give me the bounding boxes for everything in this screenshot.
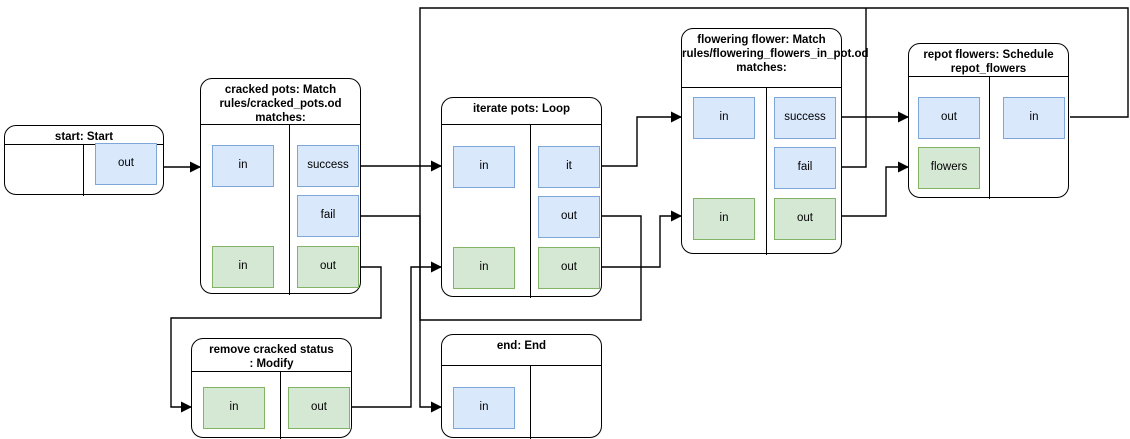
- port-end-left_ports-in[interactable]: in: [453, 387, 515, 429]
- node-column-divider: [530, 124, 531, 298]
- port-label: it: [566, 160, 572, 173]
- port-label: in: [229, 401, 239, 414]
- node-column-divider: [989, 76, 990, 199]
- arrowhead-iterate-pots-out-green-to-flowering-in: [671, 210, 682, 222]
- arrowhead-flowering-out-to-repot-flowers: [898, 161, 909, 173]
- port-label: flowers: [930, 161, 968, 174]
- node-title-end: end: End: [496, 340, 547, 352]
- port-repot-flowers-right_ports-in[interactable]: in: [1003, 97, 1065, 139]
- edge-iterate-pots-it-to-flowering-in: [600, 116, 682, 167]
- edge-cracked-pots-out-to-remove-cracked-in: [170, 266, 382, 408]
- port-flowering-flower-right_ports-out[interactable]: out: [774, 198, 836, 240]
- node-column-divider: [83, 144, 84, 196]
- node-header-divider: [201, 124, 360, 125]
- port-repot-flowers-left_ports-out[interactable]: out: [918, 97, 980, 139]
- port-flowering-flower-left_ports-in[interactable]: in: [693, 198, 755, 240]
- node-end[interactable]: end: End in: [441, 334, 602, 439]
- arrowhead-remove-cracked-out-to-iterate-pots-in: [431, 261, 442, 273]
- node-flowering-flower[interactable]: flowering flower: Match rules/flowering_…: [681, 28, 869, 255]
- port-repot-flowers-left_ports-flowers[interactable]: flowers: [918, 147, 980, 189]
- port-iterate-pots-left_ports-in[interactable]: in: [453, 146, 515, 188]
- port-label: out: [797, 212, 813, 225]
- edge-remove-cracked-out-to-iterate-pots-in: [350, 266, 442, 408]
- node-header-divider: [192, 371, 351, 372]
- node-title-repot-flowers: repot flowers: Schedule repot_flowers: [923, 49, 1054, 75]
- port-iterate-pots-right_ports-out[interactable]: out: [538, 247, 600, 289]
- node-header-divider: [5, 144, 163, 145]
- arrowhead-iterate-pots-it-to-flowering-in: [671, 111, 682, 123]
- port-label: success: [784, 111, 826, 124]
- arrowhead-flowering-success-to-repot-out: [898, 111, 909, 123]
- port-label: success: [307, 159, 349, 172]
- port-label: in: [719, 212, 729, 225]
- node-column-divider: [280, 371, 281, 439]
- port-iterate-pots-right_ports-out[interactable]: out: [538, 196, 600, 238]
- arrowhead-start-out-to-cracked-pots-in: [190, 161, 201, 173]
- node-header-divider: [442, 124, 601, 125]
- node-header-divider: [442, 365, 601, 366]
- port-cracked-pots-left_ports-in[interactable]: in: [212, 246, 274, 288]
- edge-iterate-pots-out-blue-to-top-rail: [419, 7, 1129, 321]
- port-label: in: [479, 401, 489, 414]
- port-iterate-pots-right_ports-it[interactable]: it: [538, 146, 600, 188]
- node-column-divider: [530, 365, 531, 439]
- port-label: in: [238, 260, 248, 273]
- node-iterate-pots[interactable]: iterate pots: Loop in in it out out: [441, 97, 602, 298]
- node-remove-cracked-status[interactable]: remove cracked status : Modify in out: [191, 338, 352, 439]
- port-label: out: [561, 210, 577, 223]
- arrowhead-cracked-pots-out-to-remove-cracked-in: [181, 401, 192, 413]
- port-flowering-flower-right_ports-fail[interactable]: fail: [774, 147, 836, 189]
- port-label: out: [320, 260, 336, 273]
- node-title-flowering-flower: flowering flower: Match rules/flowering_…: [682, 34, 869, 74]
- port-remove-cracked-status-right_ports-out[interactable]: out: [288, 387, 350, 429]
- arrowhead-cracked-pots-success-to-iterate-pots-in: [431, 160, 442, 172]
- node-title-remove-cracked-status: remove cracked status : Modify: [209, 344, 334, 370]
- arrowhead-cracked-pots-fail-to-end-in: [431, 401, 442, 413]
- port-label: out: [561, 261, 577, 274]
- node-title-cracked-pots: cracked pots: Match rules/cracked_pots.o…: [219, 84, 342, 124]
- port-label: in: [479, 261, 489, 274]
- port-label: out: [941, 111, 957, 124]
- node-header-divider: [682, 87, 841, 88]
- port-remove-cracked-status-left_ports-in[interactable]: in: [203, 387, 265, 429]
- port-iterate-pots-left_ports-in[interactable]: in: [453, 247, 515, 289]
- port-flowering-flower-right_ports-success[interactable]: success: [774, 97, 836, 139]
- port-label: fail: [320, 209, 336, 222]
- port-start-right_ports-out[interactable]: out: [95, 143, 157, 185]
- port-label: fail: [797, 161, 813, 174]
- node-header-divider: [909, 76, 1068, 77]
- port-label: out: [118, 157, 134, 170]
- port-flowering-flower-left_ports-in[interactable]: in: [693, 97, 755, 139]
- port-cracked-pots-right_ports-fail[interactable]: fail: [297, 195, 359, 237]
- port-label: in: [479, 160, 489, 173]
- port-label: in: [1029, 111, 1039, 124]
- node-cracked-pots[interactable]: cracked pots: Match rules/cracked_pots.o…: [200, 78, 361, 295]
- port-label: in: [238, 159, 248, 172]
- node-column-divider: [289, 124, 290, 295]
- port-cracked-pots-left_ports-in[interactable]: in: [212, 145, 274, 187]
- node-column-divider: [766, 87, 767, 255]
- edge-flowering-out-to-repot-flowers: [840, 166, 909, 217]
- edge-flowering-fail-to-top-rail: [840, 8, 867, 168]
- port-label: out: [311, 401, 327, 414]
- port-cracked-pots-right_ports-success[interactable]: success: [297, 145, 359, 187]
- node-title-iterate-pots: iterate pots: Loop: [472, 103, 571, 115]
- edge-cracked-pots-fail-to-end-in: [359, 215, 442, 408]
- port-label: in: [719, 111, 729, 124]
- port-cracked-pots-right_ports-out[interactable]: out: [297, 246, 359, 288]
